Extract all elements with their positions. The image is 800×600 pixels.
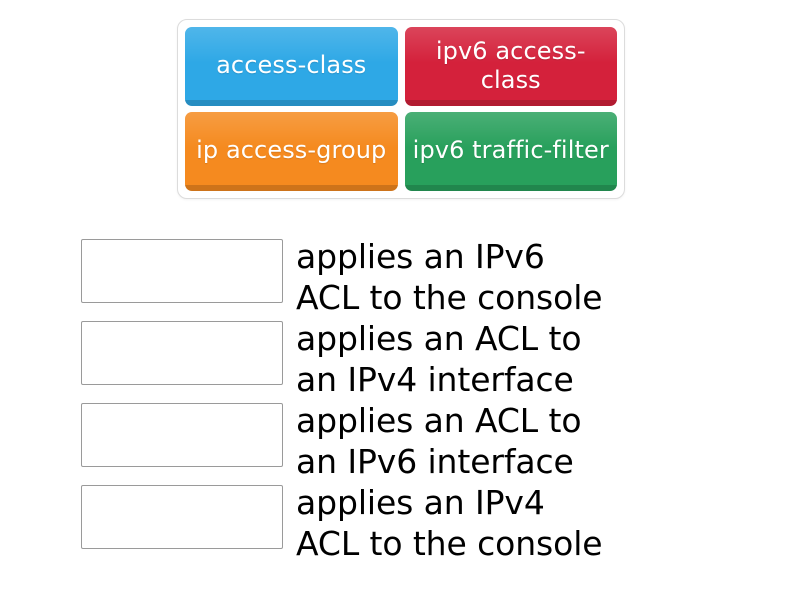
drop-zone-1[interactable] (81, 239, 283, 303)
answer-tile-label: access-class (216, 51, 367, 79)
answer-tile-bank: access-class ipv6 access-class ip access… (177, 19, 625, 199)
match-prompt-text: applies an IPv6 ACL to the console (296, 237, 603, 317)
answer-tile-ipv6-traffic-filter[interactable]: ipv6 traffic-filter (404, 112, 617, 191)
answer-tile-access-class[interactable]: access-class (185, 27, 398, 106)
match-row-list: applies an IPv6 ACL to the console appli… (81, 236, 741, 564)
answer-tile-label: ip access-group (196, 136, 387, 164)
match-row: applies an IPv6 ACL to the console (81, 236, 741, 318)
answer-tile-label: ipv6 traffic-filter (412, 136, 609, 164)
answer-tile-ip-access-group[interactable]: ip access-group (185, 112, 398, 191)
drop-zone-4[interactable] (81, 485, 283, 549)
answer-tile-label: ipv6 access-class (435, 36, 586, 94)
answer-tile-ipv6-access-class[interactable]: ipv6 access-class (404, 27, 617, 106)
match-row: applies an IPv4 ACL to the console (81, 482, 741, 564)
match-prompt-text: applies an ACL to an IPv6 interface (296, 401, 582, 481)
drop-zone-3[interactable] (81, 403, 283, 467)
match-row: applies an ACL to an IPv4 interface (81, 318, 741, 400)
match-prompt-text: applies an ACL to an IPv4 interface (296, 319, 582, 399)
drop-zone-2[interactable] (81, 321, 283, 385)
match-prompt-text: applies an IPv4 ACL to the console (296, 483, 603, 563)
match-row: applies an ACL to an IPv6 interface (81, 400, 741, 482)
